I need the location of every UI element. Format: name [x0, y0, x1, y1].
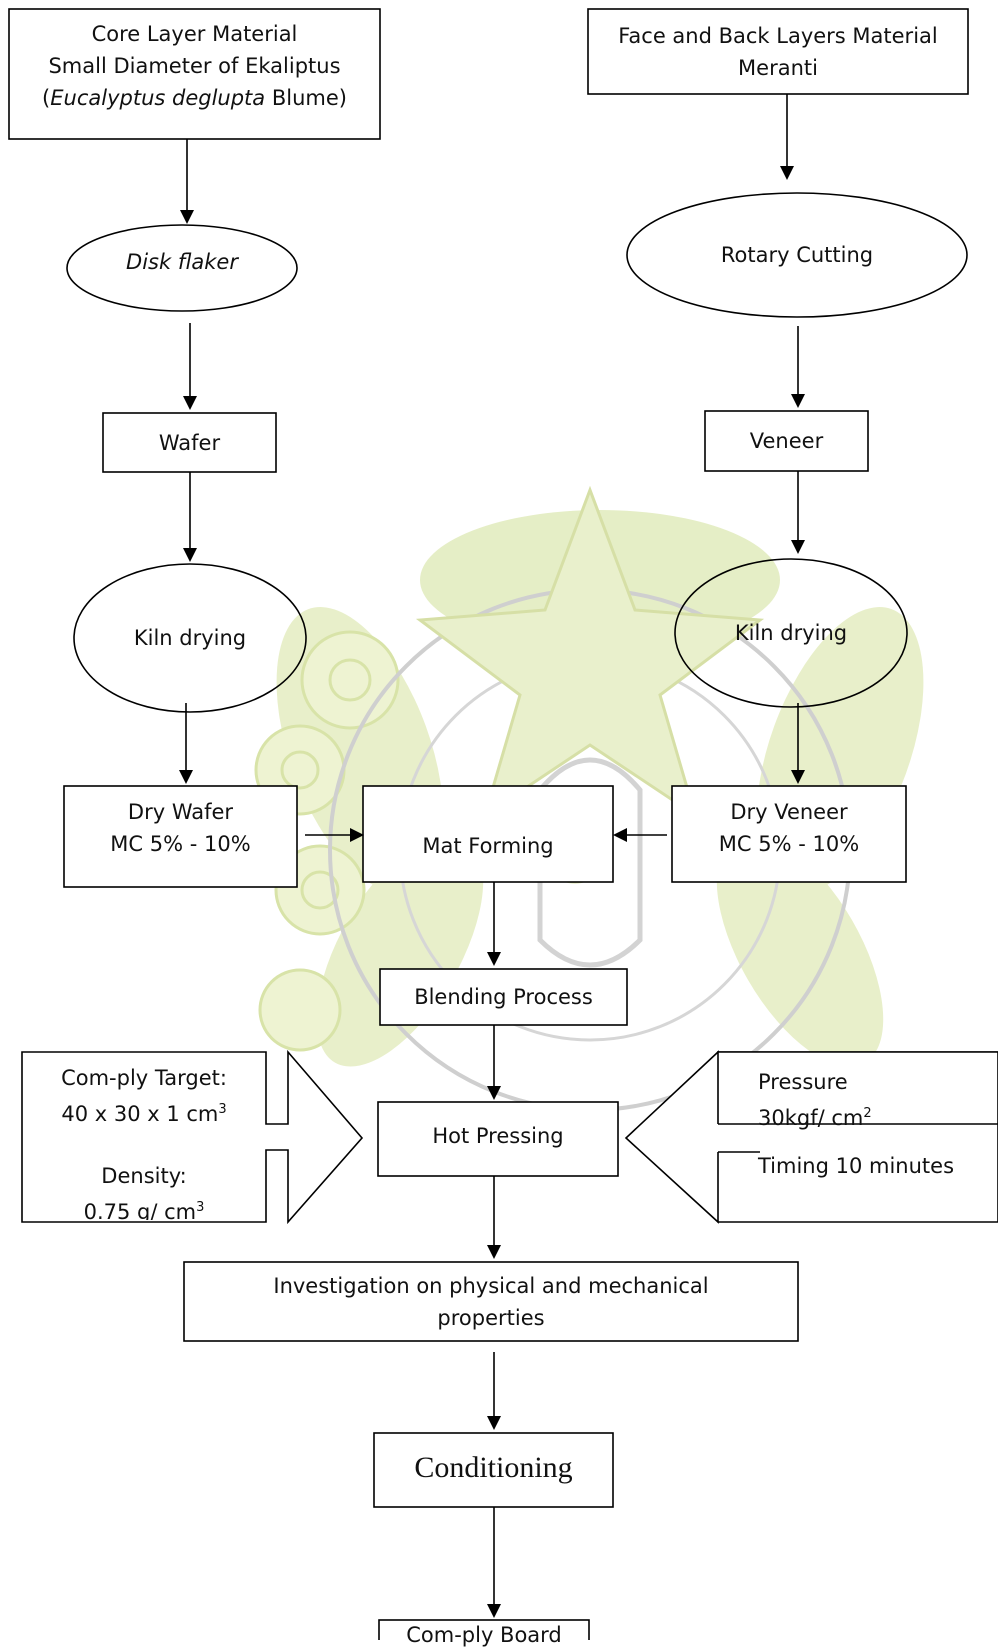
blending-process-box — [379, 968, 628, 1026]
press-value: 30kgf/ cm — [758, 1106, 864, 1130]
investigation-label: Investigation on physical and mechanical… — [184, 1270, 798, 1338]
wafer-label: Wafer — [158, 431, 221, 455]
veneer-box — [704, 410, 869, 472]
target-density-sup: 3 — [196, 1200, 205, 1215]
dry-wafer-box — [63, 785, 298, 888]
core-material-label: Core Layer Material Small Diameter of Ek… — [9, 18, 380, 114]
kiln-drying-left-ellipse — [73, 563, 307, 713]
disk-flaker-label: Disk flaker — [126, 250, 238, 274]
press-callout-label: Pressure 30kgf/ cm2 Timing 10 minutes — [758, 1066, 994, 1182]
paren-open: ( — [42, 86, 51, 110]
connectors — [185, 94, 799, 1606]
press-line2: 30kgf/ cm2 — [758, 1098, 994, 1134]
face-back-material-box — [587, 8, 969, 95]
investigation-line1: Investigation on physical and mechanical — [273, 1274, 709, 1298]
comply-board-box — [378, 1619, 590, 1640]
core-material-box — [8, 8, 381, 140]
press-spacer — [758, 1134, 994, 1150]
target-size: 40 x 30 x 1 cm — [61, 1102, 219, 1126]
face-back-line1: Face and Back Layers Material — [618, 24, 938, 48]
species-author: Blume) — [265, 86, 347, 110]
kiln-drying-left-label: Kiln drying — [133, 626, 247, 650]
species-name: Eucalyptus deglupta — [50, 86, 266, 110]
kiln-drying-right-label: Kiln drying — [734, 621, 848, 645]
face-back-line2: Meranti — [738, 56, 818, 80]
dry-veneer-line1: Dry Veneer — [730, 800, 848, 824]
dry-veneer-box — [671, 785, 907, 883]
comply-board-label: Com-ply Board — [406, 1623, 562, 1647]
conditioning-label: Conditioning — [414, 1451, 573, 1484]
target-line3: Density: — [101, 1164, 187, 1188]
blending-process-label: Blending Process — [414, 985, 593, 1009]
target-callout-label: Com-ply Target: 40 x 30 x 1 cm3 Density:… — [24, 1062, 264, 1220]
dry-wafer-line1: Dry Wafer — [127, 800, 234, 824]
press-callout-shape — [624, 1050, 998, 1224]
investigation-line2: properties — [437, 1306, 545, 1330]
hot-pressing-box — [377, 1101, 619, 1177]
core-material-line2: Small Diameter of Ekaliptus — [48, 54, 341, 78]
press-line1: Pressure — [758, 1070, 848, 1094]
mat-forming-label: Mat Forming — [422, 834, 554, 858]
veneer-label: Veneer — [749, 429, 824, 453]
conditioning-box — [373, 1432, 614, 1508]
core-material-line3: (Eucalyptus deglupta Blume) — [9, 82, 380, 114]
hot-pressing-label: Hot Pressing — [432, 1124, 564, 1148]
investigation-box — [183, 1261, 799, 1342]
dry-veneer-line2: MC 5% - 10% — [718, 832, 860, 856]
dry-wafer-label: Dry Wafer MC 5% - 10% — [64, 796, 297, 860]
target-callout-arrow — [21, 1049, 364, 1225]
face-back-material-label: Face and Back Layers Material Meranti — [588, 20, 968, 84]
press-line3: Timing 10 minutes — [758, 1154, 955, 1178]
target-line4: 0.75 g/ cm3 — [24, 1192, 264, 1220]
rotary-cutting-label: Rotary Cutting — [720, 243, 874, 267]
dry-veneer-label: Dry Veneer MC 5% - 10% — [672, 796, 906, 860]
target-size-sup: 3 — [218, 1102, 227, 1117]
target-density: 0.75 g/ cm — [83, 1200, 197, 1220]
target-spacer — [24, 1130, 264, 1160]
mat-forming-box — [362, 785, 614, 883]
target-line1: Com-ply Target: — [61, 1066, 227, 1090]
disk-flaker-ellipse — [66, 224, 298, 312]
core-material-line1: Core Layer Material — [91, 22, 298, 46]
press-value-sup: 2 — [863, 1106, 872, 1121]
rotary-cutting-ellipse — [626, 192, 968, 318]
arrow-heads — [179, 166, 805, 1618]
target-line2: 40 x 30 x 1 cm3 — [24, 1094, 264, 1130]
kiln-drying-right-ellipse — [674, 558, 908, 708]
dry-wafer-line2: MC 5% - 10% — [110, 832, 251, 856]
